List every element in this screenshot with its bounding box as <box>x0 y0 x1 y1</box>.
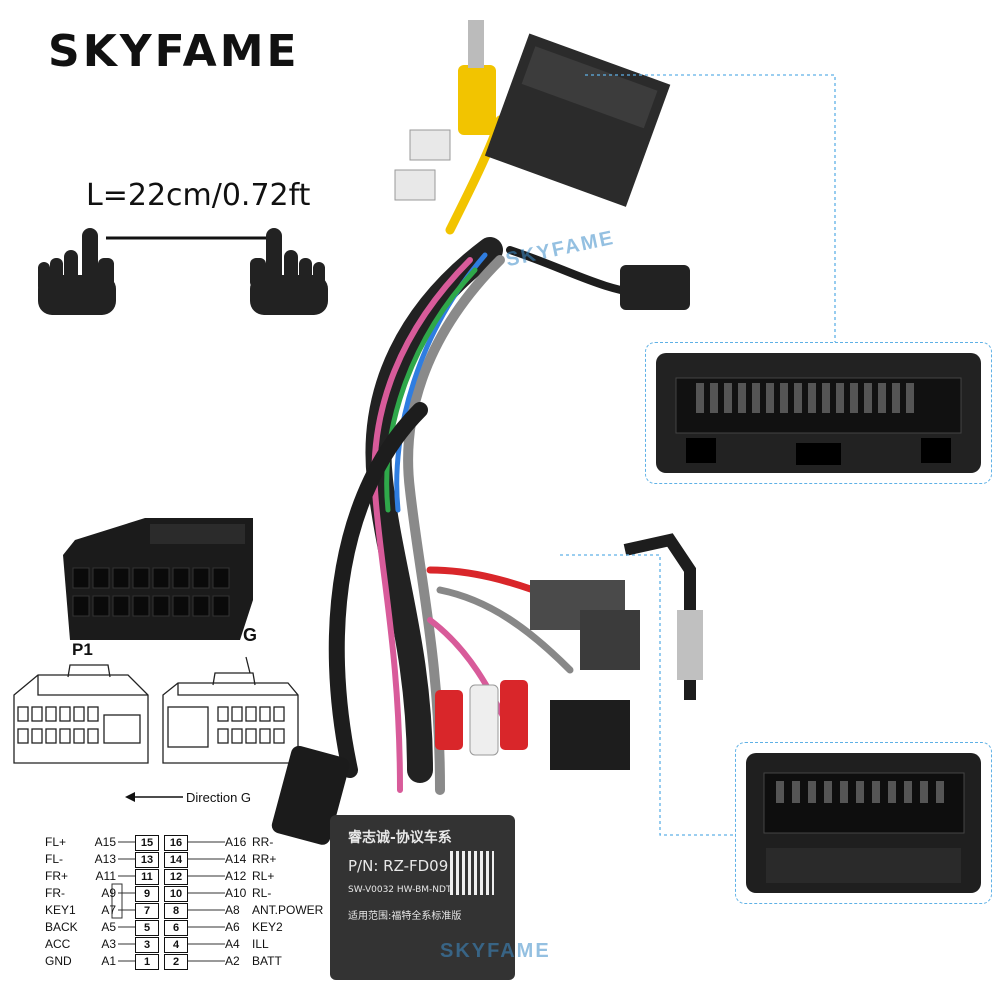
direction-label: Direction G <box>186 790 252 805</box>
pin-signal-name: BATT <box>252 954 282 968</box>
brand-logo: SKYFAME <box>48 26 300 77</box>
pin-code: A8 <box>225 903 240 917</box>
pin-number: 13 <box>135 852 159 868</box>
pin-code: A3 <box>101 937 116 951</box>
pin-signal-name: RR+ <box>252 852 277 866</box>
pin-row: KEY1 A7 7 8 A8 ANT.POWER <box>0 903 340 919</box>
pin-number: 3 <box>135 937 159 953</box>
p1-label: P1 <box>72 640 93 659</box>
rca-red-connector <box>500 680 528 750</box>
pin-number: 5 <box>135 920 159 936</box>
pin-signal-name: RL+ <box>252 869 275 883</box>
module-version: SW-V0032 HW-BM-NDTL-0303 <box>348 885 483 895</box>
hand-icon <box>38 228 116 315</box>
protocol-module-box: 睿志诚-协议车系 P/N: RZ-FD09 SW-V0032 HW-BM-NDT… <box>330 815 515 980</box>
pin-number: 6 <box>164 920 188 936</box>
direction-arrow-icon <box>125 792 183 802</box>
g-label: G <box>243 625 258 645</box>
connector-face-inset-top <box>645 342 992 484</box>
white-connector <box>409 129 451 161</box>
pin-code: A15 <box>94 835 116 849</box>
white-connector <box>394 169 436 201</box>
pinout-diagram: FL+ A15 15 16 A16 RR- FL- A13 13 14 A14 … <box>0 832 340 972</box>
pin-code: A12 <box>225 869 247 883</box>
pin-number: 9 <box>135 886 159 902</box>
pinout-leader-lines <box>111 841 225 962</box>
connector-face-photo <box>656 353 981 473</box>
pin-row: FR- A9 9 10 A10 RL- <box>0 886 340 902</box>
pin-signal-name: RR- <box>252 835 274 849</box>
pin-code: A11 <box>95 869 116 883</box>
pin-number: 7 <box>135 903 159 919</box>
pin-code: A2 <box>225 954 240 968</box>
pin-signal-name: FL- <box>45 852 63 866</box>
pin-signal-name: ACC <box>45 937 71 951</box>
pin-row: GND A1 1 2 A2 BATT <box>0 954 340 970</box>
pin-code: A13 <box>94 852 116 866</box>
module-scope: 适用范围:福特全系标准版 <box>348 911 462 922</box>
pin-row: FR+ A11 11 12 A12 RL+ <box>0 869 340 885</box>
pin-signal-name: RL- <box>252 886 272 900</box>
pin-code: A6 <box>225 920 240 934</box>
antenna-plug <box>677 610 703 680</box>
pin-number: 11 <box>135 869 159 885</box>
pin-signal-name: FR- <box>45 886 65 900</box>
pin-signal-name: ANT.POWER <box>252 903 324 917</box>
black-connector <box>550 700 630 770</box>
hand-icon <box>250 228 328 315</box>
pin-number: 15 <box>135 835 159 851</box>
pin-signal-name: FL+ <box>45 835 67 849</box>
pin-row: BACK A5 5 6 A6 KEY2 <box>0 920 340 936</box>
rca-yellow-connector <box>458 65 496 135</box>
pin-signal-name: GND <box>45 954 72 968</box>
pin-number: 1 <box>135 954 159 970</box>
module-part-number: P/N: RZ-FD09 <box>348 857 449 875</box>
pin-number: 14 <box>164 852 188 868</box>
pin-code: A1 <box>101 954 116 968</box>
antenna-connector <box>620 265 690 310</box>
pin-code: A9 <box>101 886 116 900</box>
pin-row: FL+ A15 15 16 A16 RR- <box>0 835 340 851</box>
pin-signal-name: FR+ <box>45 869 69 883</box>
connector-line-drawings <box>13 656 299 764</box>
pin-number: 8 <box>164 903 188 919</box>
pin-number: 16 <box>164 835 188 851</box>
pin-row: FL- A13 13 14 A14 RR+ <box>0 852 340 868</box>
pin-signal-name: BACK <box>45 920 78 934</box>
length-dimension <box>38 228 328 315</box>
module-title: 睿志诚-协议车系 <box>348 830 452 846</box>
rca-white-connector <box>469 684 499 756</box>
pin-number: 12 <box>164 869 188 885</box>
pin-signal-name: ILL <box>252 937 269 951</box>
pin-number: 10 <box>164 886 188 902</box>
pin-code: A5 <box>101 920 116 934</box>
length-label: L=22cm/0.72ft <box>86 178 311 213</box>
pin-code: A14 <box>225 852 247 866</box>
pin-number: 4 <box>164 937 188 953</box>
pin-row: ACC A3 3 4 A4 ILL <box>0 937 340 953</box>
watermark: SKYFAME <box>440 940 551 962</box>
pin-signal-name: KEY1 <box>45 903 76 917</box>
connector-face-inset-bottom <box>735 742 992 904</box>
rca-red-connector <box>435 690 463 750</box>
pin-code: A16 <box>225 835 247 849</box>
connector-face-photo <box>746 753 981 893</box>
pin-signal-name: KEY2 <box>252 920 283 934</box>
pin-number: 2 <box>164 954 188 970</box>
pin-code: A7 <box>101 903 116 917</box>
pin-code: A10 <box>225 886 247 900</box>
pin-code: A4 <box>225 937 240 951</box>
qr-code-icon <box>450 851 494 895</box>
p1-connector-photo <box>63 518 253 640</box>
